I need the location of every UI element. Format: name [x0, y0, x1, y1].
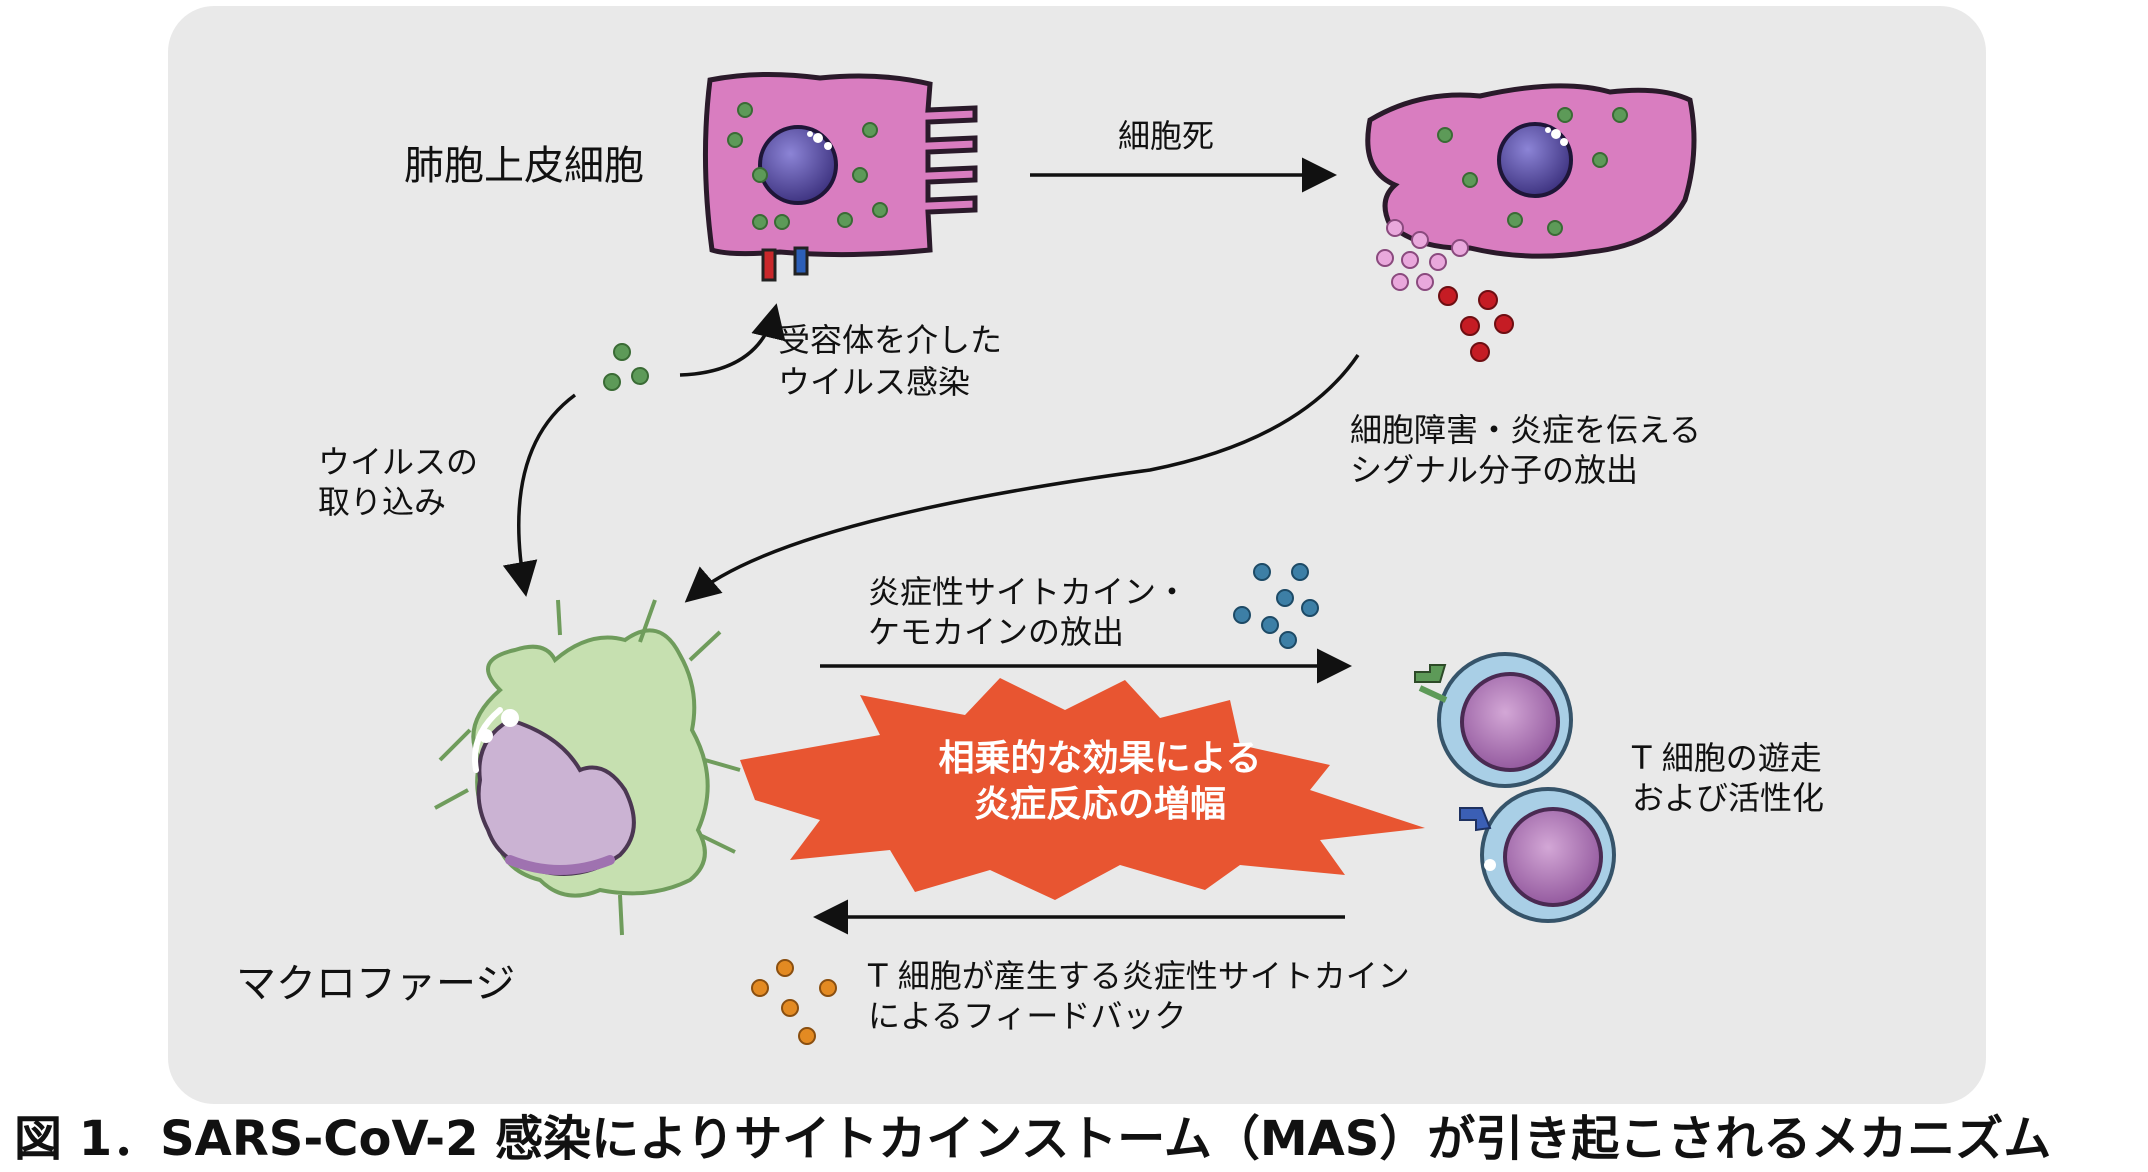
synergy-text: 相乗的な効果による 炎症反応の増幅: [820, 736, 1380, 828]
epithelial-cell-icon: [702, 71, 978, 282]
t-cell-icon: [1459, 787, 1616, 923]
virus-particles-icon: [603, 343, 649, 391]
macrophage-icon: [434, 599, 741, 936]
arrow-receptor-infection: [679, 303, 786, 377]
t-cell-icon: [1414, 652, 1573, 788]
label-t-cell-activation-1: T 細胞の遊走: [1632, 739, 1822, 777]
label-epithelial-cell: 肺胞上皮細胞: [404, 143, 644, 189]
damaged-epithelial-cell-icon: [1365, 83, 1697, 259]
label-t-cell-feedback-2: によるフィードバック: [868, 997, 1187, 1035]
label-receptor-infection-1: 受容体を介した: [778, 321, 1003, 359]
arrow-virus-uptake: [502, 393, 577, 597]
label-cell-death: 細胞死: [1118, 117, 1215, 155]
label-receptor-infection-2: ウイルス感染: [778, 363, 971, 401]
arrow-signal-release: [684, 354, 1360, 603]
label-t-cell-activation-2: および活性化: [1632, 779, 1825, 817]
label-cytokine-release-1: 炎症性サイトカイン・: [868, 573, 1189, 611]
label-signal-release-1: 細胞障害・炎症を伝える: [1350, 411, 1702, 449]
figure-caption: 図 1．SARS-CoV-2 感染によりサイトカインストーム（MAS）が引き起こ…: [14, 1111, 2052, 1167]
synergy-text-line-2: 炎症反応の増幅: [973, 784, 1226, 825]
label-virus-uptake-1: ウイルスの: [318, 443, 479, 481]
synergy-text-line-1: 相乗的な効果による: [938, 738, 1262, 779]
signal-molecules-icon: [1376, 219, 1514, 362]
label-macrophage: マクロファージ: [236, 961, 516, 1007]
synergy-burst: [740, 678, 1425, 900]
label-t-cell-feedback-1: T 細胞が産生する炎症性サイトカイン: [868, 957, 1410, 995]
label-virus-uptake-2: 取り込み: [318, 483, 447, 521]
label-signal-release-2: シグナル分子の放出: [1350, 451, 1639, 489]
cytokine-blue-icon: [1233, 563, 1319, 649]
arrows: [502, 157, 1360, 935]
label-cytokine-release-2: ケモカインの放出: [868, 613, 1125, 651]
cytokine-orange-icon: [751, 959, 837, 1045]
